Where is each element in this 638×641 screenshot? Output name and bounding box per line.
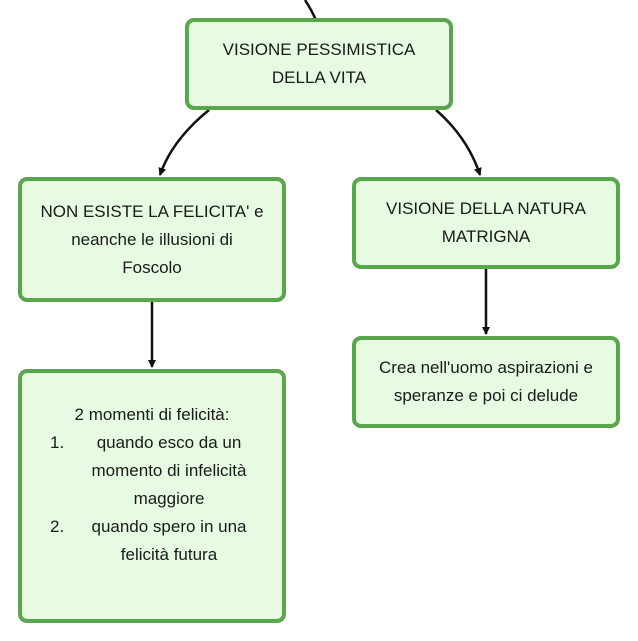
node-label-line: MATRIGNA xyxy=(441,227,531,246)
incoming-connector xyxy=(303,0,318,21)
node-label-line: speranze e poi ci delude xyxy=(393,386,579,405)
felicita-list: 2 momenti di felicità: 1. quando esco da… xyxy=(30,401,274,569)
node-label-line: Crea nell'uomo aspirazioni e xyxy=(379,358,593,377)
list-item-text: quando spero in una felicità futura xyxy=(91,517,247,564)
list-item-number: 1. xyxy=(50,433,65,452)
list-item-text: quando esco da un momento di infelicità … xyxy=(91,433,247,508)
list-item-number: 2. xyxy=(50,517,65,536)
list-item: 2. quando spero in una felicità futura xyxy=(30,513,274,569)
node-natura-matrigna: VISIONE DELLA NATURA MATRIGNA xyxy=(352,177,620,269)
arrow-root-to-left xyxy=(158,109,210,176)
node-label-line: DELLA VITA xyxy=(271,68,367,87)
node-label: NON ESISTE LA FELICITA' e neanche le ill… xyxy=(40,198,263,282)
node-visione-pessimistica: VISIONE PESSIMISTICA DELLA VITA xyxy=(185,18,453,110)
node-label-line: Foscolo xyxy=(122,257,182,277)
node-label: Crea nell'uomo aspirazioni e speranze e … xyxy=(379,354,593,410)
arrow-root-to-right xyxy=(435,109,482,176)
node-label-line: neanche le illusioni di xyxy=(71,229,233,249)
node-non-esiste-felicita: NON ESISTE LA FELICITA' e neanche le ill… xyxy=(18,177,286,302)
node-label: VISIONE DELLA NATURA MATRIGNA xyxy=(386,195,586,251)
node-label: VISIONE PESSIMISTICA DELLA VITA xyxy=(223,36,416,92)
list-title: 2 momenti di felicità: xyxy=(74,405,230,424)
list-item: 1. quando esco da un momento di infelici… xyxy=(30,429,274,513)
node-momenti-felicita: 2 momenti di felicità: 1. quando esco da… xyxy=(18,369,286,623)
node-label-line: VISIONE PESSIMISTICA xyxy=(222,40,416,59)
node-label-line: NON ESISTE LA FELICITA' e xyxy=(40,201,264,221)
node-aspirazioni-speranze: Crea nell'uomo aspirazioni e speranze e … xyxy=(352,336,620,428)
node-label-line: VISIONE DELLA NATURA xyxy=(386,199,586,218)
